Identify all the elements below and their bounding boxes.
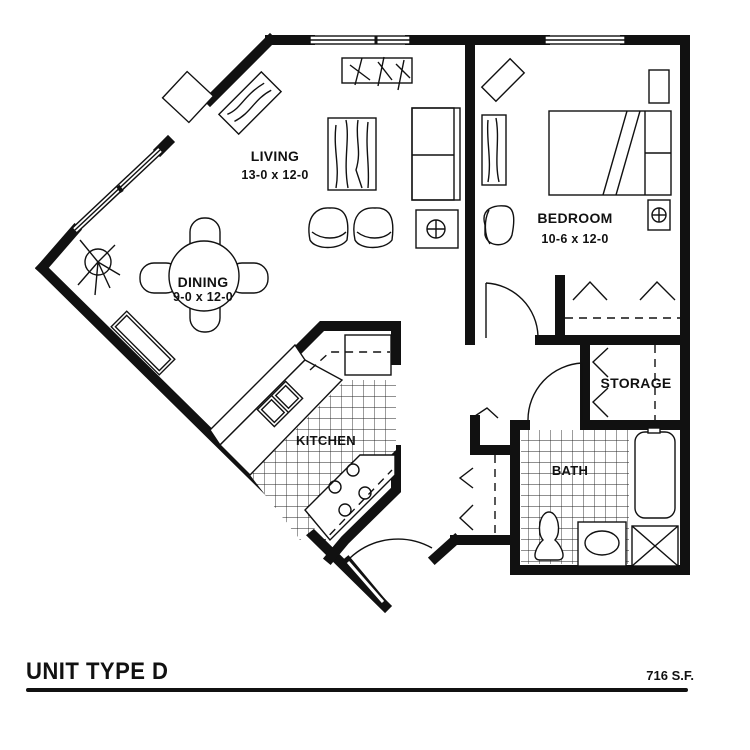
unit-area: 716 S.F. <box>646 668 694 683</box>
toilet <box>534 511 564 561</box>
bedroom-desk-angled <box>480 57 526 103</box>
window-living-top <box>309 35 411 45</box>
nightstand-lamp <box>647 199 671 231</box>
buffet-cabinet <box>110 310 176 376</box>
window-living-angled <box>72 147 163 233</box>
side-table-angled <box>217 70 283 136</box>
kitchen-counters <box>209 334 396 546</box>
living-plant-box <box>341 56 413 91</box>
interior-walls <box>280 35 690 609</box>
room-dims-dining: 9-0 x 12-0 <box>173 290 233 304</box>
sofa <box>411 107 461 201</box>
door-bedroom[interactable] <box>485 282 539 338</box>
room-label-living: LIVING 13-0 x 12-0 <box>241 148 308 182</box>
kitchen-floor-tile <box>250 380 396 540</box>
room-name-storage: STORAGE <box>600 375 672 391</box>
window-bedroom-top <box>544 35 626 45</box>
potted-plant <box>77 239 121 296</box>
nightstand-top <box>648 69 670 104</box>
room-dims-bedroom: 10-6 x 12-0 <box>541 232 609 246</box>
door-entry[interactable] <box>349 538 433 559</box>
vanity-sink <box>577 521 627 567</box>
room-label-bedroom: BEDROOM 10-6 x 12-0 <box>537 210 612 246</box>
room-name-living: LIVING <box>250 148 300 164</box>
bathtub <box>630 427 680 520</box>
dining-table-set <box>139 217 269 333</box>
coffee-table <box>327 117 377 191</box>
bedroom-chair <box>483 205 515 246</box>
room-label-storage: STORAGE <box>600 375 671 391</box>
linen-cabinet <box>631 525 679 567</box>
room-label-bath: BATH <box>552 463 588 478</box>
kitchen-range <box>328 463 372 517</box>
room-name-kitchen: KITCHEN <box>296 433 356 448</box>
room-name-bedroom: BEDROOM <box>537 210 613 226</box>
dresser <box>481 114 507 186</box>
end-table-lamp <box>415 209 459 249</box>
closet-bifold-doors[interactable] <box>458 280 680 538</box>
wall-unit-box <box>161 70 215 124</box>
door-bath[interactable] <box>527 362 583 421</box>
room-label-kitchen: KITCHEN <box>296 433 356 448</box>
room-label-dining: DINING 9-0 x 12-0 <box>173 274 233 304</box>
unit-title: UNIT TYPE D <box>26 658 169 685</box>
room-name-dining: DINING <box>177 274 229 290</box>
room-name-bath: BATH <box>551 463 589 478</box>
bed <box>548 110 672 196</box>
title-underline <box>26 688 688 692</box>
lounge-chairs <box>308 207 394 249</box>
room-dims-living: 13-0 x 12-0 <box>241 168 309 182</box>
